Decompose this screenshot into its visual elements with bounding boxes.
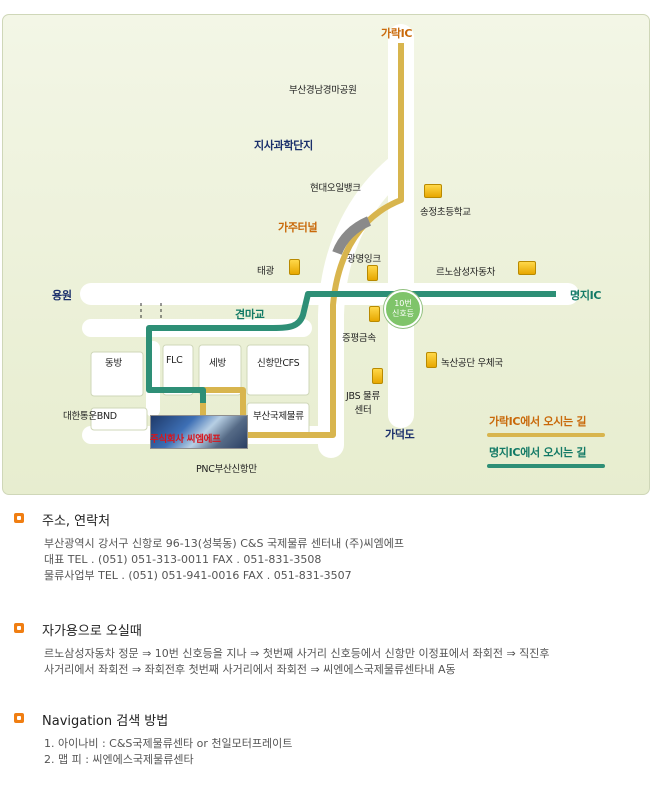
dashed-lines [140, 303, 162, 321]
contact-line-address: 부산광역시 강서구 신항로 96-13(성북동) C&S 국제물류 센터내 (주… [44, 537, 404, 550]
contact-line-main: 대표 TEL . (051) 051-313-0011 FAX . 051-83… [44, 553, 322, 566]
label-hyundai-oilbank: 현대오일뱅크 [310, 183, 361, 194]
garak-route-line [200, 43, 404, 438]
block-sebang [198, 344, 242, 396]
label-gyeonmagyo: 견마교 [235, 308, 265, 321]
label-gaju-tunnel: 가주터널 [278, 221, 318, 234]
label-busan-intl: 부산국제물류 [253, 411, 304, 422]
navigation-line-1: 1. 아이나비 : C&S국제물류센타 or 천일모터프레이트 [44, 737, 293, 750]
label-sinhangman-cfs: 신항만CFS [257, 358, 300, 369]
legend-label-myeongji: 명지IC에서 오시는 길 [489, 446, 587, 459]
bullet-icon [14, 623, 24, 633]
navigation-line-2: 2. 맵 피 : 씨엔에스국제물류센타 [44, 753, 194, 766]
contact-line-logistics: 물류사업부 TEL . (051) 051-941-0016 FAX . 051… [44, 569, 352, 582]
label-garak-ic: 가락IC [381, 27, 413, 40]
block-flc [162, 344, 194, 396]
block-bnd [90, 407, 148, 431]
marker-taegwang-icon [289, 259, 300, 275]
block-cfs [246, 344, 310, 396]
section-title-navigation: Navigation 검색 방법 [42, 714, 169, 729]
marker-noksan-icon [426, 352, 437, 368]
marker-renault-icon [518, 261, 536, 275]
label-company: 주식회사 씨엠에프 [150, 434, 221, 445]
section-body-driving: 르노삼성자동차 정문 ⇒ 10번 신호등을 지나 ⇒ 첫번째 사거리 신호등에서… [44, 646, 550, 678]
block-dongbang [90, 351, 144, 397]
marker-jeungpyeong-icon [369, 306, 380, 322]
signal-line1: 10번 [394, 299, 412, 308]
label-flc: FLC [166, 355, 183, 366]
label-race-park: 부산경남경마공원 [289, 85, 357, 96]
bullet-icon [14, 713, 24, 723]
signal-line2: 신호등 [391, 309, 415, 318]
label-pnc: PNC부산신항만 [196, 464, 257, 475]
label-gadeokdo: 가덕도 [385, 428, 415, 441]
section-body-navigation: 1. 아이나비 : C&S국제물류센타 or 천일모터프레이트 2. 맵 피 :… [44, 736, 292, 768]
legend-label-garak: 가락IC에서 오시는 길 [489, 415, 587, 428]
section-title-driving: 자가용으로 오실때 [42, 624, 142, 639]
marker-songjeong-icon [424, 184, 442, 198]
signal-10-marker: 10번 신호등 [384, 290, 422, 328]
marker-jbs-icon [372, 368, 383, 384]
tunnel-arch [332, 216, 372, 255]
label-taegwang: 태광 [257, 266, 274, 277]
label-dongbang: 동방 [105, 358, 122, 369]
location-map: 가락IC 부산경남경마공원 지사과학단지 현대오일뱅크 송정초등학교 가주터널 … [2, 14, 650, 495]
driving-line-1: 르노삼성자동차 정문 ⇒ 10번 신호등을 지나 ⇒ 첫번째 사거리 신호등에서… [44, 647, 550, 660]
label-myeongji-ic: 명지IC [570, 289, 602, 302]
label-gwangmyung-ink: 광명잉크 [347, 254, 381, 265]
company-building-image [150, 415, 248, 449]
bullet-icon [14, 513, 24, 523]
label-jbs: JBS 물류센터 [346, 391, 380, 416]
label-sebang: 세방 [209, 358, 226, 369]
label-daehan-bnd: 대한통운BND [63, 411, 117, 422]
label-songjeong-school: 송정초등학교 [420, 207, 471, 218]
label-renault-samsung: 르노삼성자동차 [436, 267, 496, 278]
section-body-contact: 부산광역시 강서구 신항로 96-13(성북동) C&S 국제물류 센터내 (주… [44, 536, 404, 584]
label-yongwon: 용원 [52, 289, 72, 302]
label-jisa-science: 지사과학단지 [254, 139, 313, 152]
label-jeungpyeong: 증평금속 [342, 333, 376, 344]
section-title-contact: 주소, 연락처 [42, 514, 111, 529]
marker-gwangmyung-icon [367, 265, 378, 281]
myeongji-route-line [146, 291, 556, 403]
label-noksan-post: 녹산공단 우체국 [441, 358, 503, 369]
driving-line-2: 사거리에서 좌회전 ⇒ 좌회전후 첫번째 사거리에서 좌회전 ⇒ 씨엔에스국제물… [44, 663, 456, 676]
